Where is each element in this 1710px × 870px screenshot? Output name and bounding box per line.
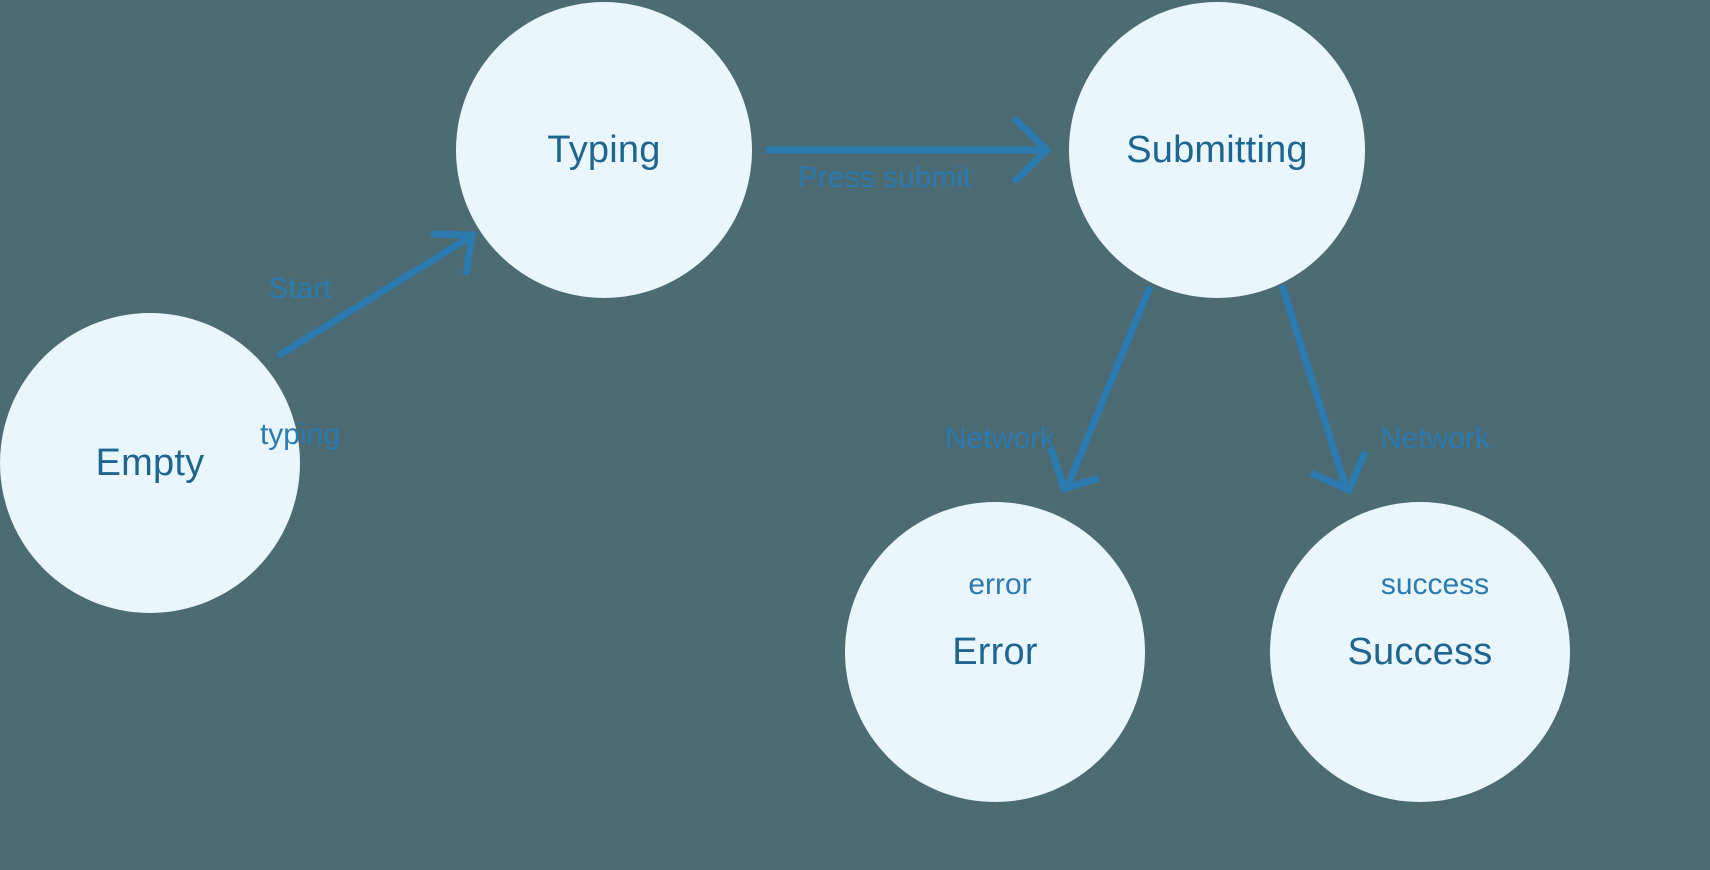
edge-label-network-success-line1: Network (1379, 422, 1491, 456)
edge-label-network-success-line2: success (1380, 567, 1490, 601)
state-node-error[interactable]: Error (845, 502, 1145, 802)
edge-label-network-error-line2: error (968, 567, 1032, 601)
state-node-empty[interactable]: Empty (0, 313, 300, 613)
state-node-typing[interactable]: Typing (456, 2, 752, 298)
edge-label-start-typing-line1: Start (268, 272, 332, 306)
edge-label-network-error-line1: Network (944, 422, 1056, 456)
state-node-error-label: Error (952, 630, 1038, 673)
state-node-empty-label: Empty (95, 441, 205, 484)
state-node-submitting-label: Submitting (1126, 128, 1308, 171)
edge-typing-to-submitting (766, 115, 1053, 185)
state-node-success-label: Success (1347, 630, 1493, 673)
state-node-submitting[interactable]: Submitting (1069, 2, 1365, 298)
edge-submitting-to-error (1047, 285, 1154, 494)
edge-label-press-submit: Press submit (798, 57, 971, 300)
edge-empty-to-typing (276, 230, 477, 359)
edge-label-start-typing-line2: typing (259, 417, 341, 451)
edge-submitting-to-success (1278, 283, 1369, 495)
edge-label-start-typing: Start typing (215, 168, 385, 557)
state-node-typing-label: Typing (547, 128, 661, 171)
edge-label-press-submit-line1: Press submit (798, 161, 972, 195)
state-node-success[interactable]: Success (1270, 502, 1570, 802)
edge-label-network-success: Network success (1340, 318, 1530, 707)
edge-label-network-error: Network error (908, 318, 1092, 707)
